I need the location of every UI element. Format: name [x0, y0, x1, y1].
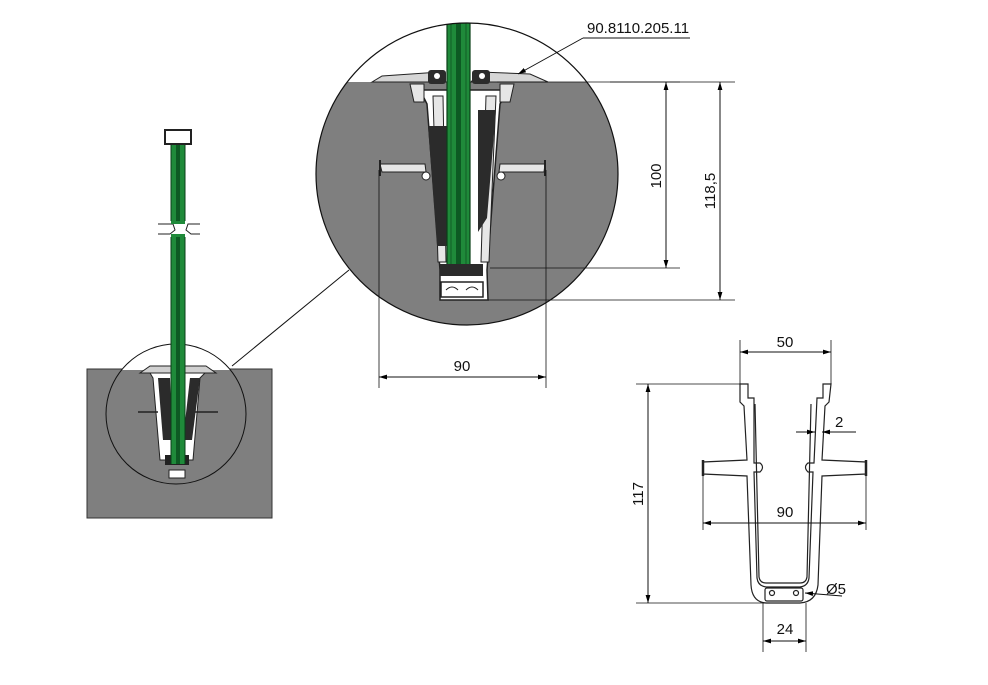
detail-left-wedge: [428, 126, 447, 246]
profile-cross-section: [701, 383, 868, 604]
dim-24-label: 24: [777, 621, 794, 638]
detail-right-wedge: [478, 110, 496, 232]
detail-leader-line: [231, 269, 350, 367]
profile-outer-contour: [702, 383, 867, 604]
overview-drawing: [86, 129, 350, 519]
profile-height-dimension: 117: [630, 383, 770, 604]
part-number-callout: 90.8110.205.11: [517, 20, 690, 75]
detail-width-90-dimension: 90: [378, 170, 547, 388]
dim-90-profile-label: 90: [777, 504, 794, 521]
profile-bottom-width-dimension: 24: [762, 603, 807, 652]
overview-glass-panel: [158, 129, 200, 464]
dim-50-label: 50: [777, 334, 794, 351]
detail-right-flange: [496, 160, 546, 181]
profile-bottom-chamber: [764, 587, 804, 602]
detail-view: [315, 22, 619, 326]
detail-left-flange: [379, 160, 431, 181]
detail-height-118-dimension: 118,5: [488, 81, 735, 301]
dim-118-label: 118,5: [702, 173, 719, 209]
dim-90-detail-label: 90: [454, 358, 471, 375]
overview-top-cap: [164, 129, 192, 145]
dim-diameter-label: Ø5: [826, 581, 846, 598]
part-number-label: 90.8110.205.11: [587, 20, 689, 37]
dim-100-label: 100: [648, 163, 665, 188]
profile-wall-thickness-dimension: 2: [796, 414, 856, 435]
detail-setting-block: [440, 264, 483, 276]
detail-glass-panel: [446, 23, 471, 272]
profile-top-width-dimension: 50: [739, 334, 832, 384]
dim-117-label: 117: [630, 482, 647, 506]
profile-flange-width-dimension: 90: [702, 476, 867, 530]
dim-2-label: 2: [835, 414, 843, 431]
detail-circle-outline: [315, 22, 619, 326]
detail-height-100-dimension: 100: [490, 81, 680, 269]
profile-hole-diameter-dimension: Ø5: [804, 581, 846, 598]
profile-inner-contour: [754, 403, 812, 584]
detail-bottom-hollow: [440, 281, 484, 298]
